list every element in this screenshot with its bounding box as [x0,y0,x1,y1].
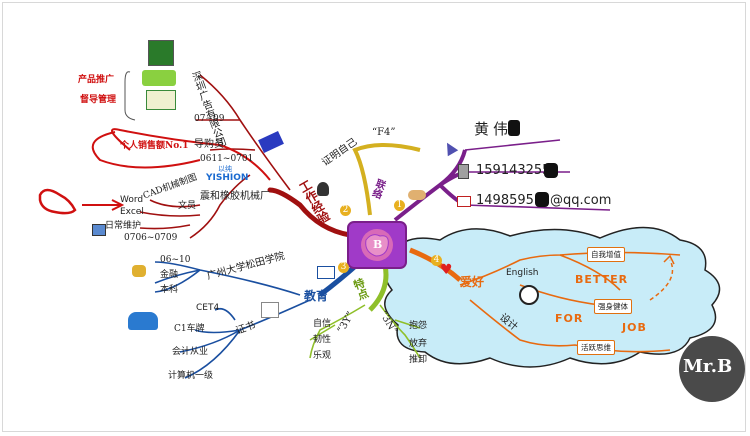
promo-label-2: 督导管理 [80,95,117,105]
email-icon [457,196,471,207]
cert-cet4: CET4 [196,303,220,313]
car-icon [128,312,158,330]
f4-label: “F4” [372,127,396,138]
promo-label-1: 产品推广 [78,75,115,85]
trait-no-complain: 抱怨 [409,321,428,331]
contact-branch-line [393,149,467,222]
company2-label: 震和橡胶机械厂 [200,191,270,202]
phone-icon [458,164,469,179]
office-excel: Excel [120,207,144,217]
product-image-icon [148,40,174,66]
cert-c1: C1车牌 [174,324,205,334]
marker-work: 2 [340,205,351,216]
contact-email-suffix: @qq.com [550,193,612,208]
tag-self-improve: 自我增值 [587,247,625,262]
heart-icon: ♥ [440,262,453,278]
contact-phone: 159143255 [476,163,551,178]
education-branch-label: 教育 [304,289,329,303]
tag-fitness: 强身健体 [594,299,632,314]
trait-tenacity: 韧性 [313,335,332,345]
certificate-icon [261,302,279,318]
degree-label: 本科 [160,285,179,295]
slogan-better: BETTER [575,273,629,286]
years-label: 06~10 [160,255,191,265]
period1-label: 07~09 [194,114,225,124]
logo-text: Mr.B [683,356,733,377]
marker-hobby: 4 [431,255,442,266]
book-icon [317,266,335,279]
email-redaction [535,192,549,207]
brand-small-label: 以纯 [218,165,232,173]
computer-icon [92,224,106,236]
contact-name: 黄伟 [474,120,513,138]
tag-active-mind: 活跃思维 [577,340,615,355]
trait-no-blame: 推卸 [409,355,428,365]
coins-icon [132,265,146,277]
center-label: B [373,238,383,251]
product-box-icon [146,90,176,110]
marker-contact: 1 [394,200,405,211]
name-redaction [508,120,520,136]
work-branch-line [267,187,353,238]
prove-branch-line [352,143,421,216]
mr-b-logo: Mr.B [679,336,745,402]
phone-redaction [544,163,558,178]
trait-no-quit: 放弃 [409,339,428,349]
trait-confident: 自信 [313,319,332,329]
product-logo-icon [142,70,176,86]
period3-label: 0706~0709 [124,233,178,243]
handshake-icon [408,190,426,200]
brand-label: YISHION [206,173,249,183]
cert-accounting: 会计从业 [172,347,209,357]
daily-label: 日常维护 [105,221,142,231]
office-word: Word [120,195,144,205]
cert-computer: 计算机一级 [168,371,214,381]
hobby-english: English [506,268,539,278]
marker-education: 3 [338,262,349,273]
ball-icon [519,285,539,305]
trait-optimism: 乐观 [313,351,332,361]
guide-label: 导购员 [194,139,224,150]
major-label: 金融 [160,270,179,280]
hobby-cloud [384,226,721,368]
record-label: 个人销售额No.1 [120,141,189,151]
contact-email-prefix: 1498595 [476,193,534,208]
hobby-branch-label: 爱好 [460,275,485,289]
slogan-job: JOB [622,321,647,334]
slogan-for: FOR [555,312,584,325]
traits-branch-line [368,264,389,312]
period2-label: 0611~0701 [200,154,254,164]
page-frame [2,2,746,432]
clerk-label: 文员 [178,201,197,211]
agent-icon [317,182,329,196]
